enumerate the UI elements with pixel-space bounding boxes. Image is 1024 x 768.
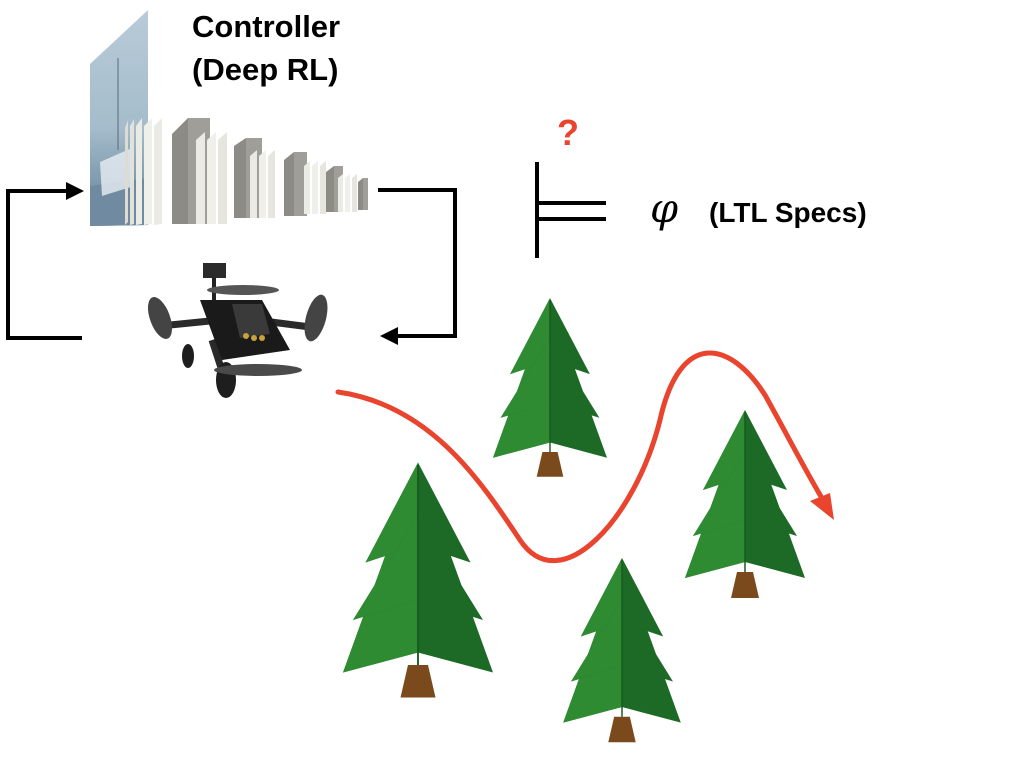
spec-label: (LTL Specs): [709, 197, 867, 228]
pine-tree-icon: [562, 557, 682, 744]
quadcopter-icon: [147, 263, 328, 398]
arrowhead-into-drone: [380, 327, 398, 345]
question-mark: ?: [557, 112, 579, 153]
arrowhead-into-controller: [66, 182, 84, 200]
cnn-layers-icon: [125, 118, 368, 225]
trajectory-arrowhead: [810, 493, 834, 520]
drone-to-controller-arrow: [6, 189, 82, 340]
pine-tree-icon: [342, 461, 494, 699]
controller-title: Controller: [192, 9, 341, 44]
controller-to-drone-arrow: [378, 188, 457, 338]
trajectory-arrow-icon: [335, 350, 829, 564]
pine-tree-icon: [492, 297, 608, 478]
controller-subtitle: (Deep RL): [192, 52, 339, 87]
double-turnstile-icon: [535, 162, 606, 258]
feedback-loop-arrows: [6, 188, 457, 340]
formula-symbol: φ: [650, 186, 679, 232]
